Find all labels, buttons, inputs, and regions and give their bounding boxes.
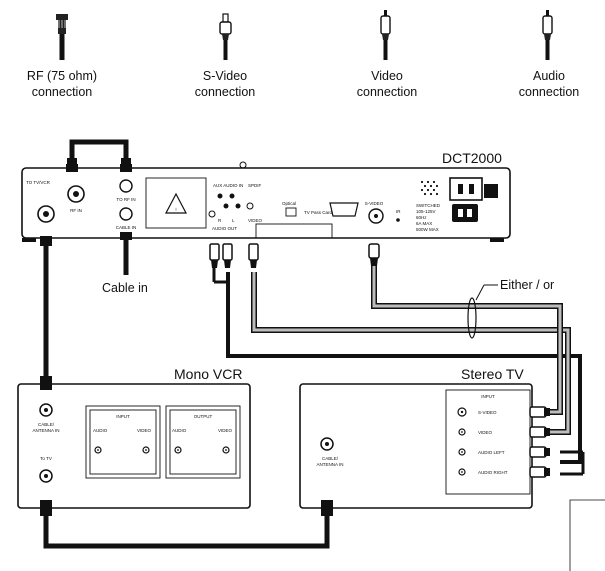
vcr-output-video-label: VIDEO xyxy=(218,428,233,433)
dct-switched-outlet[interactable] xyxy=(449,177,483,201)
svideo-connector-icon xyxy=(219,13,232,60)
vcr-antenna-label-1: CABLE/ xyxy=(38,422,55,427)
tv-antenna-label-1: CABLE/ xyxy=(322,456,339,461)
tv-input-title: INPUT xyxy=(481,394,495,399)
dct-switched-label-1: SWITCHED xyxy=(416,203,441,208)
legend-video-label-1: Video xyxy=(371,69,403,83)
legend-rf-label-1: RF (75 ohm) xyxy=(27,69,97,83)
legend-svideo-label-2: connection xyxy=(195,85,256,99)
dct2000-box: DCT2000 TO TV/VCR RF IN TO RF IN CABLE I… xyxy=(21,150,511,242)
legend-audio-label-2: connection xyxy=(519,85,580,99)
tv-antenna-label-2: ANTENNA IN xyxy=(316,462,343,467)
rf-jumper-cable xyxy=(69,139,129,170)
vcr-input-video-label: VIDEO xyxy=(137,428,152,433)
rca-audio-connector-icon xyxy=(542,10,553,60)
stereo-tv: Stereo TV CABLE/ ANTENNA IN INPUT S-VIDE… xyxy=(299,366,550,516)
tv-audio-right-label: AUDIO RIGHT xyxy=(478,470,508,475)
svg-text:!: ! xyxy=(175,207,176,212)
dct-optical-port[interactable] xyxy=(285,207,297,217)
either-or-marker xyxy=(467,297,477,339)
dct-audio-out-label: AUDIO OUT xyxy=(212,226,237,231)
audio-cable-black xyxy=(226,272,582,464)
dct-video-label: VIDEO xyxy=(248,218,263,223)
dct-svideo-label: S-VIDEO xyxy=(365,201,384,206)
legend-rf-label-2: connection xyxy=(32,85,93,99)
tv-svideo-label: S-VIDEO xyxy=(478,410,497,415)
dct-power-inlet[interactable] xyxy=(452,204,478,222)
dct-aux-audio-in-label: AUX AUDIO IN xyxy=(213,183,243,188)
vcr-input-audio-label: AUDIO xyxy=(93,428,108,433)
legend-svideo-label-1: S-Video xyxy=(203,69,247,83)
mono-vcr: Mono VCR CABLE/ ANTENNA IN To TV INPUT A… xyxy=(17,366,251,516)
dct-tv-pass-card-label: TV Pass Card xyxy=(304,210,333,215)
vcr-antenna-label-2: ANTENNA IN xyxy=(32,428,59,433)
legend-audio-label-1: Audio xyxy=(533,69,565,83)
dct-ir-label: IR xyxy=(396,209,401,214)
tv-title: Stereo TV xyxy=(461,366,524,382)
tv-audio-left-label: AUDIO LEFT xyxy=(478,450,505,455)
tv-video-label: VIDEO xyxy=(478,430,493,435)
cable-in-label: Cable in xyxy=(102,281,148,295)
vent-grille xyxy=(420,180,439,196)
dct-switched-label-5: 500W MAX xyxy=(416,227,439,232)
dct-switched-label-2: 105-125V xyxy=(416,209,436,214)
vcr-output-title: OUTPUT xyxy=(194,414,213,419)
vcr-to-tv-rf-cable xyxy=(43,514,330,549)
dct-l-label: L xyxy=(232,218,235,223)
legend-video-label-2: connection xyxy=(357,85,418,99)
rf-coax-connector-icon xyxy=(56,14,68,60)
dct-plugs xyxy=(40,158,380,284)
either-or-label: Either / or xyxy=(500,278,554,292)
dct-r-label: R xyxy=(218,218,222,223)
dct-spdif-label: SPDIF xyxy=(248,183,262,188)
cables xyxy=(43,139,585,549)
dct-switched-label-3: 60Hz xyxy=(416,215,427,220)
vcr-output-audio-label: AUDIO xyxy=(172,428,187,433)
page-corner-line xyxy=(569,499,605,571)
dct-cable-in-label: CABLE IN xyxy=(116,225,137,230)
dct-title: DCT2000 xyxy=(442,150,502,166)
dct-to-rf-in-label: TO RF IN xyxy=(116,197,135,202)
dct-serial-port[interactable] xyxy=(329,202,359,217)
vcr-to-tv-label: To TV xyxy=(40,456,52,461)
tv-side-plugs xyxy=(529,406,550,478)
warning-icon xyxy=(165,192,187,214)
rca-video-connector-icon xyxy=(380,10,391,60)
dct-optical-label: Optical xyxy=(282,201,296,206)
vcr-input-title: INPUT xyxy=(116,414,130,419)
legend: RF (75 ohm) connection S-Video connectio… xyxy=(27,10,579,99)
dct-switched-label-4: 6A MAX xyxy=(416,221,432,226)
vcr-title: Mono VCR xyxy=(174,366,242,382)
dct-to-rf-in-port[interactable] xyxy=(119,179,133,193)
dct-rf-in-label: RF IN xyxy=(70,208,82,213)
dct-to-tv-vcr-label: TO TV/VCR xyxy=(26,180,51,185)
dct-cable-in-port[interactable] xyxy=(119,207,133,221)
dct-card-slot[interactable] xyxy=(255,223,333,239)
